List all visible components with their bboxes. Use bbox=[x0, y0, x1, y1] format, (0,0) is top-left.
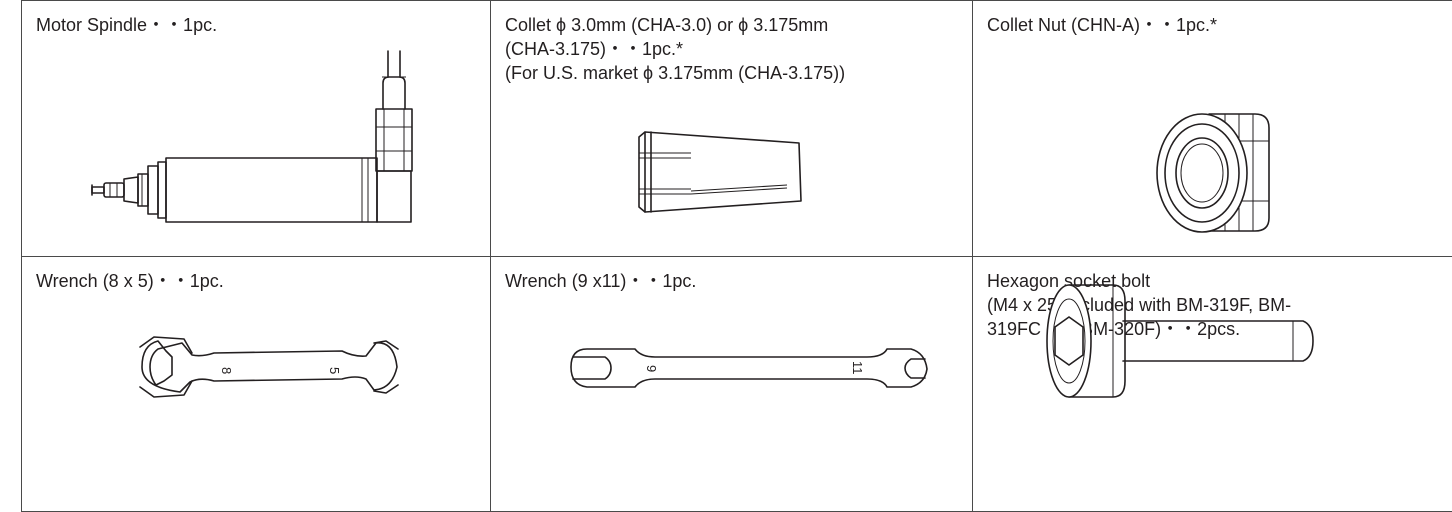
wrench-mark-9: 9 bbox=[644, 365, 659, 372]
caption-wrench-9x11: Wrench (9 x11)・・1pc. bbox=[505, 269, 964, 293]
caption-line: Hexagon socket bolt bbox=[987, 271, 1151, 291]
collet-icon bbox=[638, 131, 802, 213]
caption-line: (For U.S. market ϕ 3.175mm (CHA-3.175)) bbox=[505, 63, 846, 83]
motor-spindle-icon bbox=[91, 50, 413, 223]
cell-wrench-9x11: Wrench (9 x11)・・1pc. 9 11 bbox=[491, 257, 973, 512]
wrench-9x11-icon: 9 11 bbox=[570, 348, 928, 388]
caption-motor-spindle: Motor Spindle・・1pc. bbox=[36, 13, 482, 37]
cell-motor-spindle: Motor Spindle・・1pc. bbox=[22, 1, 491, 257]
caption-line: Wrench (8 x 5)・・1pc. bbox=[36, 271, 224, 291]
hex-socket-bolt-icon bbox=[1046, 284, 1314, 398]
cell-collet-nut: Collet Nut (CHN-A)・・1pc.* bbox=[973, 1, 1452, 257]
caption-collet-nut: Collet Nut (CHN-A)・・1pc.* bbox=[987, 13, 1445, 37]
caption-line: Wrench (9 x11)・・1pc. bbox=[505, 271, 697, 291]
wrench-mark-11: 11 bbox=[850, 361, 865, 375]
caption-wrench-8x5: Wrench (8 x 5)・・1pc. bbox=[36, 269, 482, 293]
parts-table: Motor Spindle・・1pc. bbox=[21, 0, 1452, 512]
wrench-mark-5: 5 bbox=[327, 367, 342, 374]
cell-hex-socket-bolt: Hexagon socket bolt (M4 x 25: included w… bbox=[973, 257, 1452, 512]
wrench-8x5-icon: 8 5 bbox=[139, 336, 399, 398]
caption-line: (CHA-3.175)・・1pc.* bbox=[505, 39, 684, 59]
caption-line: Motor Spindle・・1pc. bbox=[36, 15, 218, 35]
cell-collet: Collet ϕ 3.0mm (CHA-3.0) or ϕ 3.175mm (C… bbox=[491, 1, 973, 257]
caption-line: Collet ϕ 3.0mm (CHA-3.0) or ϕ 3.175mm bbox=[505, 15, 829, 35]
collet-nut-icon bbox=[1156, 113, 1270, 233]
cell-wrench-8x5: Wrench (8 x 5)・・1pc. 8 5 bbox=[22, 257, 491, 512]
caption-collet: Collet ϕ 3.0mm (CHA-3.0) or ϕ 3.175mm (C… bbox=[505, 13, 964, 85]
wrench-mark-8: 8 bbox=[219, 367, 234, 374]
caption-line: Collet Nut (CHN-A)・・1pc.* bbox=[987, 15, 1218, 35]
